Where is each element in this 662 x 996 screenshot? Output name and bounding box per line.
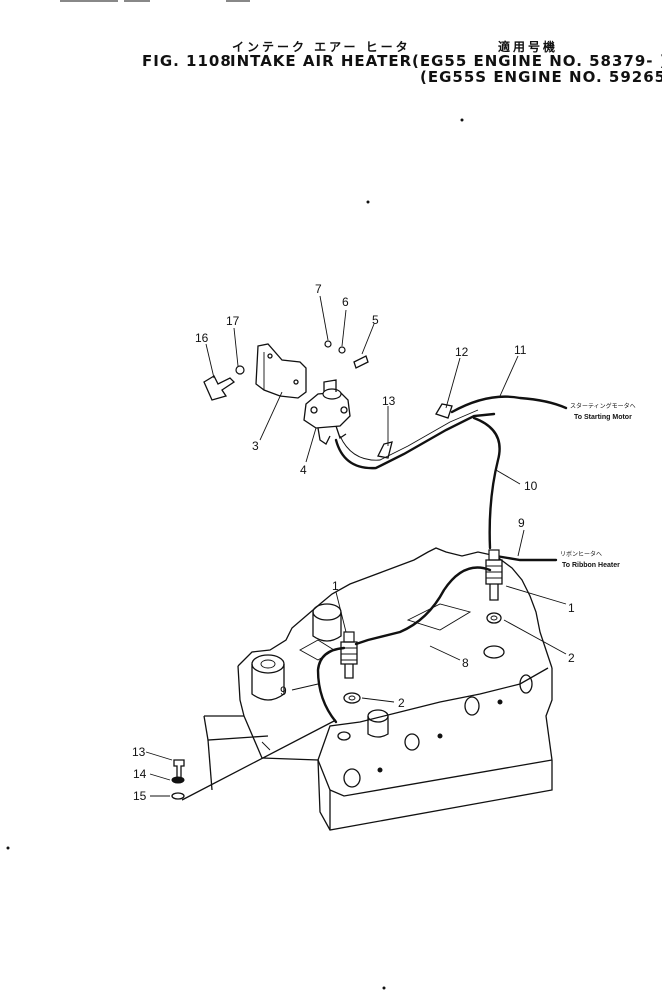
callout-1-right: 1 (568, 601, 575, 615)
glow-heater-left (340, 631, 361, 704)
engine-range-eg55: (EG55 ENGINE NO. 58379- ) (412, 52, 662, 70)
head-bolt-hole (519, 674, 533, 694)
heater-link-cable (354, 566, 492, 646)
callout-17: 15 (133, 789, 147, 803)
scan-speck (366, 200, 370, 204)
boss (483, 645, 505, 659)
callout-18: 16 (195, 331, 209, 345)
head-bolt-hole (404, 733, 420, 751)
cable-clamp (435, 403, 453, 419)
callout-2-left: 2 (398, 696, 405, 710)
heater-cables (181, 395, 568, 801)
boss (251, 654, 285, 674)
cable-harness (334, 412, 496, 470)
figure-number: FIG. 1108 (142, 52, 232, 70)
callout-13: 12 (455, 345, 469, 359)
cylinder-head (203, 547, 553, 831)
diagram-title: INTAKE AIR HEATER (230, 52, 413, 70)
note-ribbon-heater-en: To Ribbon Heater (562, 562, 620, 569)
callout-labels: 16 17 3 4 7 6 5 12 11 13 10 9 1 2 1 2 8 … (132, 282, 575, 803)
callout-16: 14 (133, 767, 147, 781)
callout-3: 3 (252, 439, 259, 453)
callout-7: 7 (315, 282, 322, 296)
callout-10: 9 (518, 516, 525, 530)
callout-8: 8 (462, 656, 469, 670)
leader-lines (145, 295, 567, 797)
japanese-applicable-label: 適用号機 (498, 40, 559, 54)
bracket-washer (235, 365, 245, 375)
ground-washer (171, 792, 185, 800)
callout-12: 11 (514, 343, 527, 357)
scan-speck (382, 986, 386, 990)
heater-gasket (343, 692, 361, 704)
nut (324, 340, 332, 348)
japanese-title: インテーク エアー ヒータ (232, 40, 411, 54)
bracket-bolt (203, 375, 236, 401)
callout-4: 4 (300, 463, 307, 477)
heater-relay-assembly (203, 340, 369, 445)
ground-lock-washer (171, 776, 185, 784)
callout-11: 10 (524, 479, 538, 493)
heater-cable (472, 416, 501, 550)
boss (312, 603, 342, 621)
scan-speck (460, 118, 464, 122)
callout-6: 6 (342, 295, 349, 309)
ground-cable (316, 646, 346, 724)
callout-15: 13 (132, 745, 146, 759)
callout-5: 5 (372, 313, 379, 327)
glow-heater-right (485, 549, 503, 624)
head-bolt-hole (343, 768, 361, 788)
callout-9: 9 (280, 684, 287, 698)
lock-washer (338, 346, 346, 354)
callout-14: 13 (382, 394, 396, 408)
engine-range-eg55s: (EG55S ENGINE NO. 59265- ) (420, 68, 662, 86)
note-starting-motor-jp: スターティングモータへ (570, 402, 636, 410)
callout-1-left: 1 (332, 579, 339, 593)
terminal-bolt (353, 355, 369, 369)
cable-to-starting-motor (450, 395, 568, 414)
head-bolt-hole (464, 696, 480, 716)
relay-bracket (255, 343, 307, 399)
scan-speck (6, 846, 10, 850)
note-ribbon-heater-jp: リボンヒータへ (560, 550, 602, 558)
callout-19: 17 (226, 314, 240, 328)
cable-to-ribbon-heater (494, 554, 558, 562)
cable-clamp (377, 441, 393, 459)
callout-2-right: 2 (568, 651, 575, 665)
heater-gasket (486, 612, 502, 624)
note-starting-motor-en: To Starting Motor (574, 414, 632, 421)
